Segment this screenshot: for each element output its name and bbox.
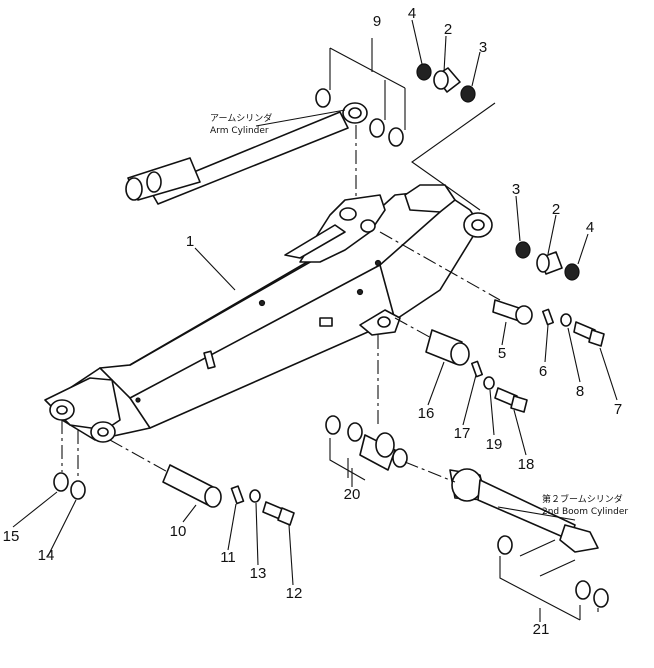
bushing-set-right xyxy=(515,241,580,281)
callout-18: 18 xyxy=(518,456,535,473)
callout-12: 12 xyxy=(286,585,303,602)
callout-14: 14 xyxy=(38,547,55,564)
callout-3a: 3 xyxy=(479,39,487,56)
washer-group-9 xyxy=(315,38,406,147)
callout-21: 21 xyxy=(533,621,550,638)
callout-2a: 2 xyxy=(444,21,452,38)
pin-5 xyxy=(492,299,605,347)
callout-4a: 4 xyxy=(408,5,416,22)
callout-7: 7 xyxy=(614,401,622,418)
callout-1: 1 xyxy=(186,233,194,250)
callout-20: 20 xyxy=(344,486,361,503)
arm-cylinder-label-jp: アームシリンダ xyxy=(210,112,272,124)
callout-15: 15 xyxy=(3,528,20,545)
boom-cylinder-2nd xyxy=(325,415,609,621)
callout-3b: 3 xyxy=(512,181,520,198)
cylinder-labels: アームシリンダ Arm Cylinder 第２ブームシリンダ 2nd Boom … xyxy=(210,112,628,517)
callout-9: 9 xyxy=(373,13,381,30)
arm-cylinder-label-en: Arm Cylinder xyxy=(210,126,269,136)
callout-11: 11 xyxy=(220,549,236,566)
callout-10: 10 xyxy=(170,523,187,540)
boom xyxy=(44,184,501,491)
callout-5: 5 xyxy=(498,345,506,362)
boom-cylinder-label-jp: 第２ブームシリンダ xyxy=(542,493,623,505)
leader-lines xyxy=(12,19,618,622)
bushing-set-upper xyxy=(416,63,476,103)
callout-4b: 4 xyxy=(586,219,594,236)
pin-16 xyxy=(425,329,528,413)
callout-19: 19 xyxy=(486,436,503,453)
boom-cylinder-label-en: 2nd Boom Cylinder xyxy=(542,507,628,517)
pin-10 xyxy=(162,464,295,526)
callout-6: 6 xyxy=(539,363,547,380)
callout-2b: 2 xyxy=(552,201,560,218)
callout-8: 8 xyxy=(576,383,584,400)
callout-17: 17 xyxy=(454,425,471,442)
washers-14-15 xyxy=(53,420,86,500)
callout-13: 13 xyxy=(250,565,267,582)
callouts: 1 2 2 3 3 4 4 5 6 7 8 9 10 11 12 13 14 1… xyxy=(3,5,623,638)
callout-16: 16 xyxy=(418,405,435,422)
arm-cylinder xyxy=(125,102,368,210)
